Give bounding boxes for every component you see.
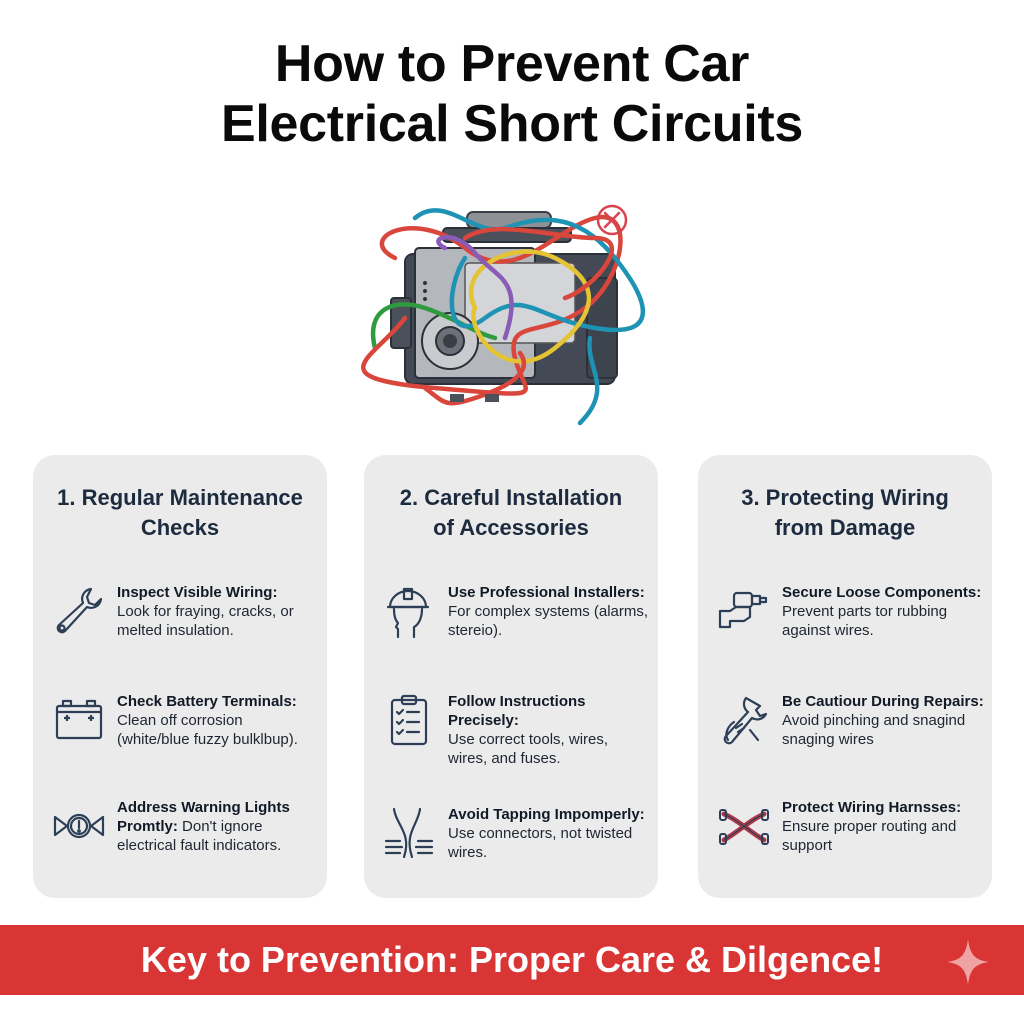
item-title: Secure Loose Components: bbox=[782, 584, 982, 601]
item-text: Ensure proper routing and support bbox=[782, 818, 957, 854]
list-item: Follow Instructions Precisely:Use correc… bbox=[382, 692, 650, 772]
item-title: Use Professional Installers: bbox=[448, 584, 645, 601]
title-line-2: Electrical Short Circuits bbox=[220, 95, 804, 153]
key-prevention-banner: Key to Prevention: Proper Care & Dilgenc… bbox=[0, 925, 1024, 995]
heading-line-1: 3. Protecting Wiring bbox=[741, 485, 949, 510]
section-card-protection: 3. Protecting Wiring from Damage Secure … bbox=[698, 455, 992, 898]
list-item: Avoid Tapping Impomperly: Use connectors,… bbox=[382, 805, 650, 885]
item-text: Look for fraying, cracks, or melted insu… bbox=[117, 603, 294, 639]
battery-icon bbox=[55, 699, 103, 740]
clipboard-checklist-icon bbox=[390, 694, 428, 746]
heading-line-2: Checks bbox=[140, 515, 220, 540]
crossed-harness-icon bbox=[719, 809, 769, 845]
list-item: Inspect Visible Wiring: Look for fraying,… bbox=[51, 583, 319, 663]
hardhat-worker-icon bbox=[386, 587, 430, 639]
list-item: Address Warning Lights Promtly: Don't ig… bbox=[51, 798, 319, 878]
section-heading: 3. Protecting Wiring from Damage bbox=[698, 483, 992, 543]
item-title: Follow Instructions Precisely: bbox=[448, 693, 586, 729]
heading-line-1: 2. Careful Installation bbox=[399, 485, 623, 510]
section-heading: 1. Regular Maintenance Checks bbox=[33, 483, 327, 543]
hand-wrench-icon bbox=[723, 696, 768, 745]
warning-light-icon bbox=[53, 813, 105, 839]
page-title: How to Prevent Car Electrical Short Circ… bbox=[0, 34, 1024, 154]
list-item: Be Cautiour During Repairs: Avoid pinchin… bbox=[716, 692, 984, 772]
item-text: Avoid pinching and snagind snaging wires bbox=[782, 712, 966, 748]
item-text: Use correct tools, wires, wires, and fus… bbox=[448, 731, 609, 767]
item-title: Inspect Visible Wiring: bbox=[117, 584, 278, 601]
list-item: Protect Wiring Harnsses: Ensure proper ro… bbox=[716, 798, 984, 878]
section-card-installation: 2. Careful Installation of Accessories U… bbox=[364, 455, 658, 898]
item-text: Prevent parts tor rubbing against wires. bbox=[782, 603, 948, 639]
section-card-maintenance: 1. Regular Maintenance Checks Inspect Vi… bbox=[33, 455, 327, 898]
list-item: Use Professional Installers: For complex … bbox=[382, 583, 650, 663]
item-title: Address Warning Lights Promtly: bbox=[117, 799, 290, 835]
item-title: Avoid Tapping Impomperly: bbox=[448, 806, 645, 823]
list-item: Check Battery Terminals: Clean off corros… bbox=[51, 692, 319, 772]
x-circle-icon bbox=[596, 204, 628, 236]
item-title: Protect Wiring Harnsses: bbox=[782, 799, 962, 816]
item-title: Be Cautiour During Repairs: bbox=[782, 693, 984, 710]
wire-connector-icon bbox=[384, 807, 434, 859]
heading-line-1: 1. Regular Maintenance bbox=[57, 485, 303, 510]
item-text: Don't ignore electrical fault indicators… bbox=[117, 818, 282, 854]
heading-line-2: from Damage bbox=[774, 515, 916, 540]
item-text: For complex systems (alarms, stereio). bbox=[448, 603, 649, 639]
title-line-1: How to Prevent Car bbox=[274, 35, 750, 93]
wrench-icon bbox=[56, 587, 103, 634]
item-text: Clean off corrosion (white/blue fuzzy bu… bbox=[117, 712, 298, 748]
heading-line-2: of Accessories bbox=[433, 515, 589, 540]
clamp-hand-icon bbox=[718, 591, 768, 629]
section-heading: 2. Careful Installation of Accessories bbox=[364, 483, 658, 543]
tangled-wires-engine-illustration bbox=[361, 204, 646, 426]
item-title: Check Battery Terminals: bbox=[117, 693, 297, 710]
banner-text: Key to Prevention: Proper Care & Dilgenc… bbox=[140, 939, 884, 980]
item-text: Use connectors, not twisted wires. bbox=[448, 825, 633, 861]
sparkle-icon bbox=[947, 939, 989, 985]
list-item: Secure Loose Components: Prevent parts to… bbox=[716, 583, 984, 663]
